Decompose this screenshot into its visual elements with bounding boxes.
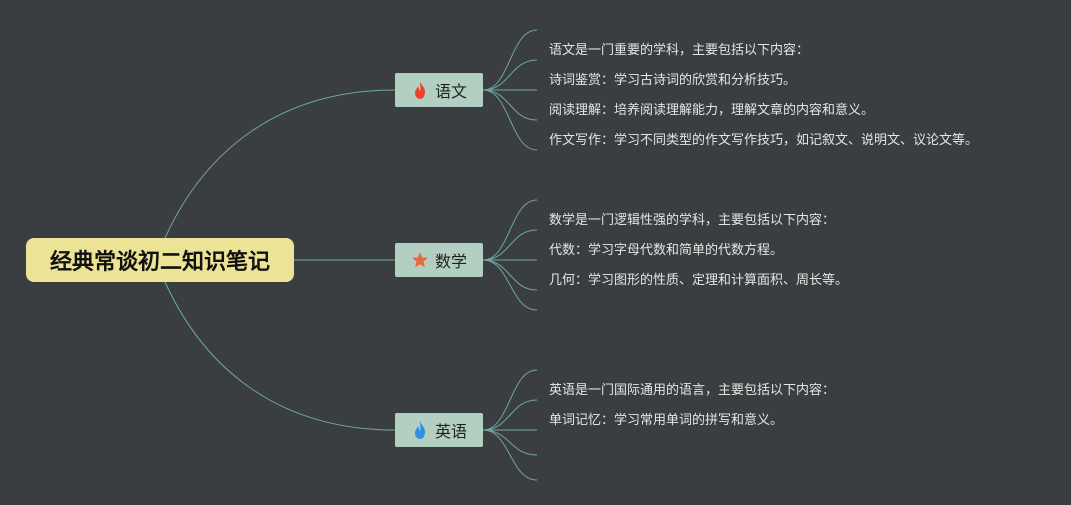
leaf-text[interactable]: 数学是一门逻辑性强的学科，主要包括以下内容： xyxy=(549,213,836,228)
chinese-leaf-connector xyxy=(482,89,538,151)
english-leaf-connector xyxy=(482,369,538,431)
leaf-text[interactable]: 阅读理解：培养阅读理解能力，理解文章的内容和意义。 xyxy=(549,103,875,118)
root-to-chinese-connector xyxy=(164,89,396,239)
root-topic[interactable]: 经典常谈初二知识笔记 xyxy=(26,238,294,282)
chinese-leaf-connector xyxy=(482,59,538,91)
leaf-text[interactable]: 单词记忆：学习常用单词的拼写和意义。 xyxy=(549,413,784,428)
math-leaf-connector xyxy=(482,229,538,261)
topic-english[interactable]: 英语 xyxy=(395,413,483,447)
math-leaf-connector xyxy=(482,259,538,311)
leaf-text[interactable]: 作文写作：学习不同类型的作文写作技巧，如记叙文、说明文、议论文等。 xyxy=(549,133,979,148)
leaf-text[interactable]: 诗词鉴赏：学习古诗词的欣赏和分析技巧。 xyxy=(549,73,797,88)
root-title: 经典常谈初二知识笔记 xyxy=(49,250,270,275)
star-orange-icon xyxy=(411,250,429,270)
english-leaf-connector xyxy=(482,429,538,456)
topic-chinese[interactable]: 语文 xyxy=(395,73,483,107)
topic-label: 数学 xyxy=(434,252,467,271)
chinese-leaf-connector xyxy=(482,89,538,121)
math-leaf-connector xyxy=(482,199,538,261)
leaf-text[interactable]: 代数：学习字母代数和简单的代数方程。 xyxy=(549,243,784,258)
english-leaf-connector xyxy=(482,399,538,431)
root-to-english-connector xyxy=(164,281,396,431)
topic-label: 英语 xyxy=(434,422,467,441)
fire-blue-icon xyxy=(411,420,429,440)
fire-red-icon xyxy=(411,80,429,100)
leaf-text[interactable]: 语文是一门重要的学科，主要包括以下内容： xyxy=(549,43,810,58)
chinese-leaf-connector xyxy=(482,29,538,91)
topic-label: 语文 xyxy=(434,82,467,101)
math-leaf-connector xyxy=(482,259,538,291)
english-leaf-connector xyxy=(482,429,538,481)
leaf-text[interactable]: 英语是一门国际通用的语言，主要包括以下内容： xyxy=(549,383,836,398)
topic-math[interactable]: 数学 xyxy=(395,243,483,277)
leaf-text[interactable]: 几何：学习图形的性质、定理和计算面积、周长等。 xyxy=(549,273,849,288)
